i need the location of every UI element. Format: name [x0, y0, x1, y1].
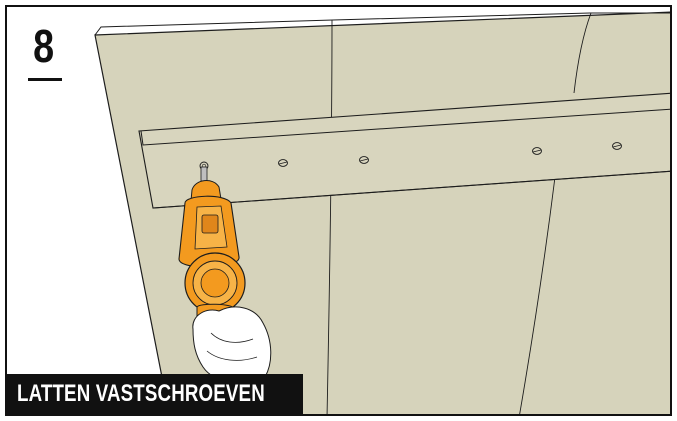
screw-icon [613, 143, 622, 150]
instruction-panel: 8 LATTEN VASTSCHROEVEN [5, 5, 672, 416]
step-number: 8 [26, 21, 60, 71]
step-number-underline [28, 78, 62, 81]
assembly-illustration [7, 7, 672, 416]
screw-icon [279, 160, 288, 167]
caption-bar: LATTEN VASTSCHROEVEN [7, 374, 303, 414]
wall-board [95, 12, 672, 416]
screw-icon [533, 148, 542, 155]
caption-text: LATTEN VASTSCHROEVEN [17, 382, 265, 406]
screw-icon [360, 157, 369, 164]
